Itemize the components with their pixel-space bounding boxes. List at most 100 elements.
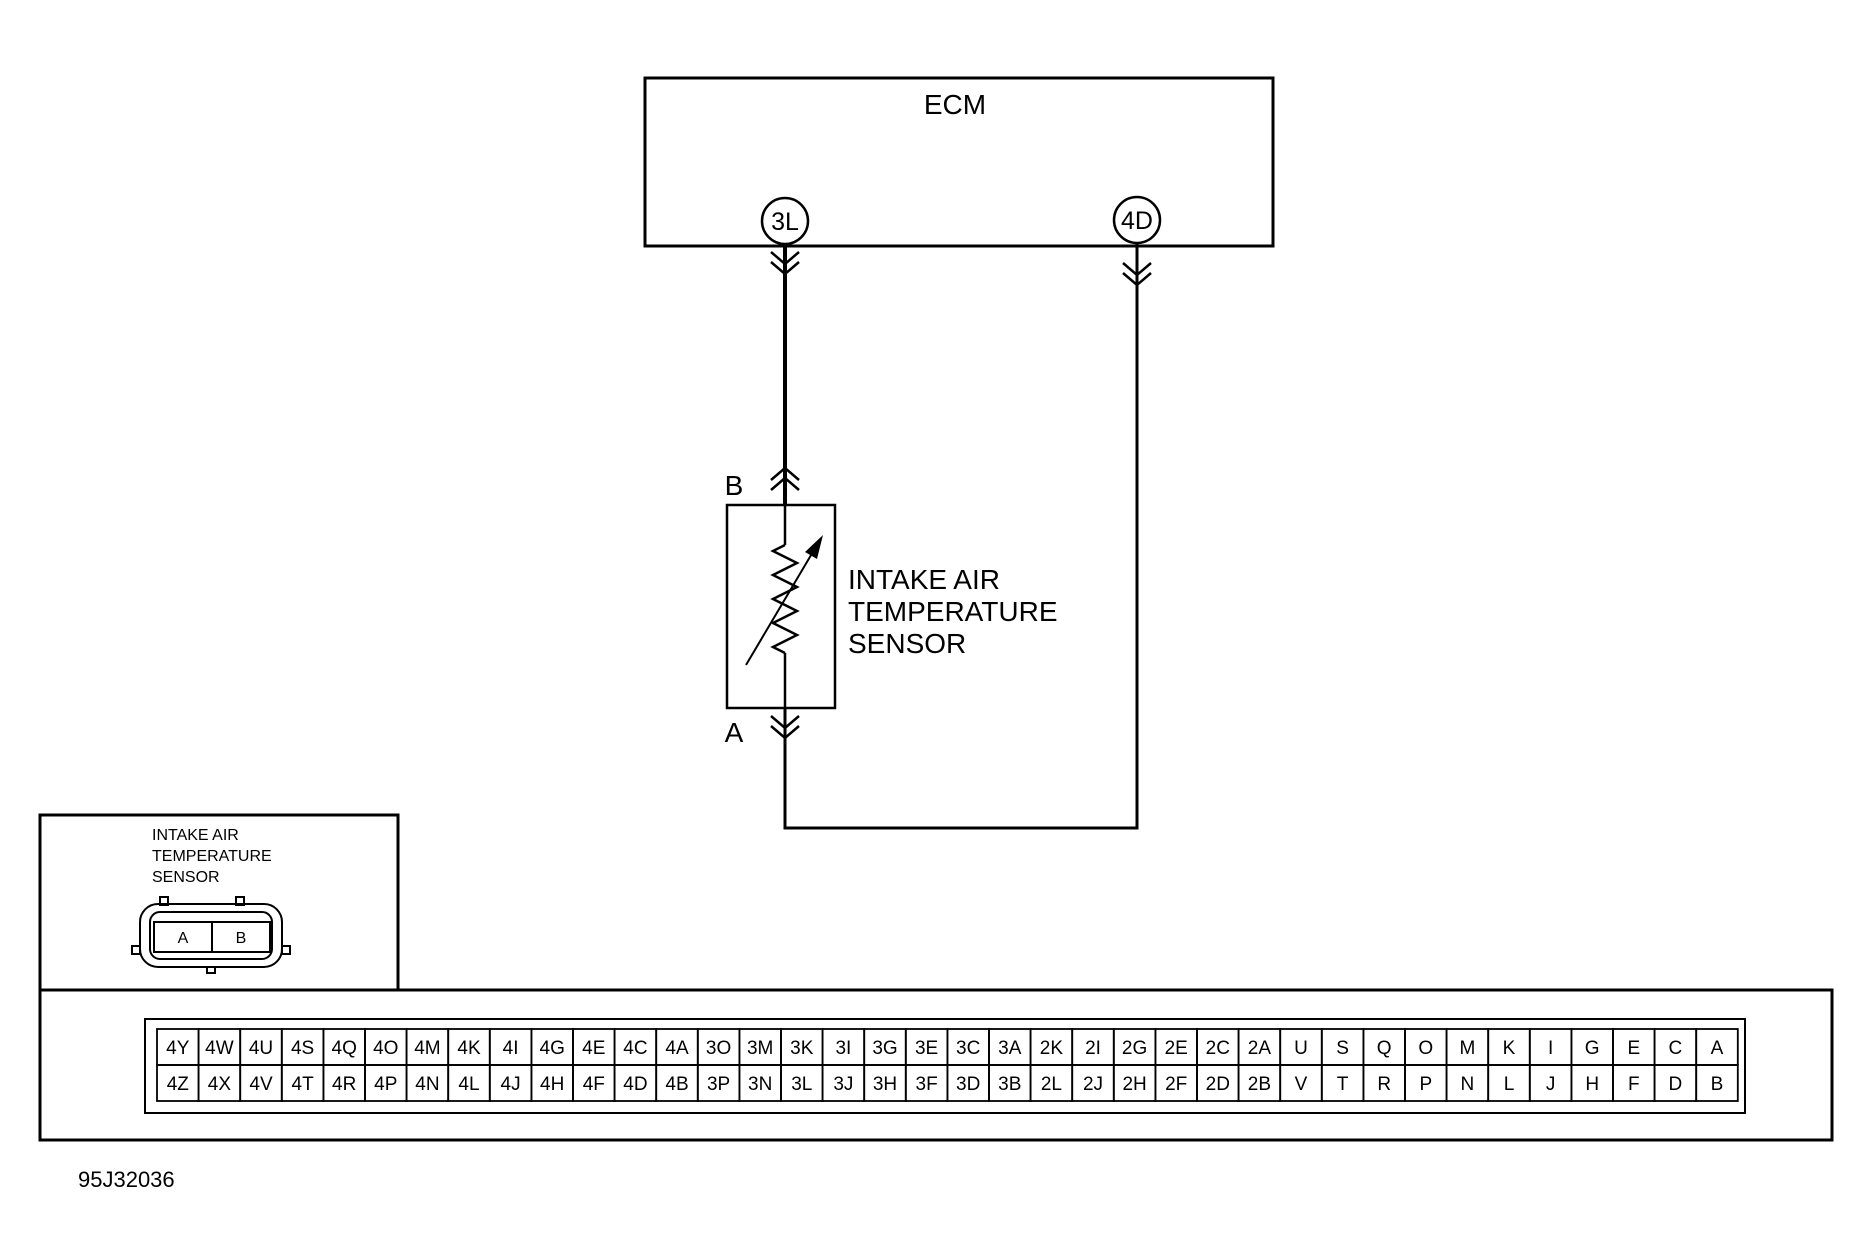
ecm-pin-label: 4M: [414, 1038, 440, 1059]
ecm-pin-label: 4Z: [167, 1074, 190, 1095]
sensor-connector-face-icon: [131, 896, 291, 974]
connector-pin-b: B: [236, 930, 247, 947]
ecm-pin-label: 3B: [998, 1074, 1021, 1095]
ecm-pin-label: 3J: [833, 1074, 853, 1095]
ecm-pin-label: 4N: [415, 1074, 439, 1095]
figure-code: 95J32036: [78, 1167, 175, 1192]
ecm-pin-label: 4V: [249, 1074, 273, 1095]
terminal-label-3l: 3L: [771, 208, 799, 236]
ecm-pin-label: 4K: [457, 1038, 481, 1059]
ecm-pin-label: 4G: [540, 1038, 565, 1059]
ecm-pin-label: E: [1627, 1038, 1640, 1059]
ecm-pin-label: 3E: [915, 1038, 938, 1059]
ecm-pin-label: 4J: [501, 1074, 521, 1095]
ecm-pin-label: K: [1503, 1038, 1516, 1059]
ecm-pin-label: F: [1628, 1074, 1640, 1095]
ecm-pin-label: 4P: [374, 1074, 397, 1095]
ecm-pin-label: 4D: [623, 1074, 647, 1095]
connector-label-line-1: INTAKE AIR: [152, 827, 239, 844]
ecm-pin-label: 3F: [916, 1074, 938, 1095]
sensor-terminal-a: A: [725, 717, 744, 748]
ecm-pin-cell: [1695, 1064, 1739, 1102]
svg-text:INTAKE AIR: INTAKE AIR: [848, 564, 1000, 595]
ecm-pin-label: 2A: [1248, 1038, 1272, 1059]
ecm-pin-label: G: [1585, 1038, 1600, 1059]
thermistor-icon: [770, 543, 800, 655]
ecm-pin-label: 2K: [1040, 1038, 1064, 1059]
ecm-pin-label: 4I: [503, 1038, 519, 1059]
ecm-pin-label: T: [1337, 1074, 1349, 1095]
ecm-pin-label: P: [1419, 1074, 1432, 1095]
ecm-pin-label: B: [1711, 1074, 1724, 1095]
ecm-pin-label: 4A: [665, 1038, 689, 1059]
ecm-pin-label: 2L: [1041, 1074, 1062, 1095]
wire-4d-to-a: [783, 243, 1139, 830]
ecm-pin-label: 4Q: [332, 1038, 357, 1059]
ecm-pin-label: Q: [1377, 1038, 1392, 1059]
arrow-head-icon: [805, 535, 823, 559]
ecm-pin-label: H: [1585, 1074, 1599, 1095]
ecm-pin-label: M: [1459, 1038, 1475, 1059]
ecm-pin-label: 3M: [747, 1038, 773, 1059]
terminal-label-4d: 4D: [1121, 207, 1153, 235]
ecm-pin-label: 4W: [205, 1038, 234, 1059]
ecm-pin-label: 4E: [582, 1038, 605, 1059]
ecm-pin-label: 4T: [292, 1074, 315, 1095]
ecm-pin-label: 3I: [835, 1038, 851, 1059]
ecm-pin-label: V: [1295, 1074, 1308, 1095]
ecm-pin-label: 3D: [956, 1074, 980, 1095]
ecm-pin-label: 3K: [790, 1038, 814, 1059]
ecm-pin-label: 3O: [706, 1038, 731, 1059]
ecm-pin-label: L: [1504, 1074, 1515, 1095]
ecm-pin-label: 2I: [1085, 1038, 1101, 1059]
ecm-pin-label: 3G: [872, 1038, 897, 1059]
ecm-pin-label: 4C: [623, 1038, 647, 1059]
ecm-pin-label: 3P: [707, 1074, 730, 1095]
connector-chevrons-b: [770, 466, 800, 491]
connector-label-line-2: TEMPERATURE: [152, 848, 272, 865]
ecm-label: ECM: [924, 89, 986, 120]
ecm-pin-label: 2D: [1206, 1074, 1230, 1095]
ecm-pin-label: 3C: [956, 1038, 980, 1059]
ecm-pin-label: 4O: [373, 1038, 398, 1059]
ecm-pin-label: 3A: [998, 1038, 1022, 1059]
ecm-pin-label: D: [1669, 1074, 1683, 1095]
connector-label-line-3: SENSOR: [152, 869, 220, 886]
ecm-pin-label: 4H: [540, 1074, 564, 1095]
ecm-pin-label: C: [1669, 1038, 1683, 1059]
ecm-pin-label: 2G: [1122, 1038, 1147, 1059]
ecm-pin-label: 3H: [873, 1074, 897, 1095]
ecm-terminal-4d: 4D: [1112, 195, 1162, 245]
sensor-label: INTAKE AIR TEMPERATURE SENSOR: [848, 564, 1058, 659]
ecm-pin-label: 4Y: [166, 1038, 190, 1059]
ecm-pin-label: 4B: [665, 1074, 688, 1095]
ecm-pin-label: 2C: [1206, 1038, 1230, 1059]
ecm-pin-label: 2B: [1248, 1074, 1271, 1095]
ecm-pin-label: O: [1418, 1038, 1433, 1059]
ecm-pin-label: R: [1377, 1074, 1391, 1095]
ecm-pin-label: A: [1711, 1038, 1724, 1059]
svg-text:SENSOR: SENSOR: [848, 628, 966, 659]
ecm-terminal-3l: 3L: [760, 196, 810, 246]
intake-air-temperature-sensor: [725, 503, 837, 710]
ecm-box: ECM: [643, 76, 1275, 248]
ecm-pin-label: 4R: [332, 1074, 356, 1095]
ecm-pin-label: 4U: [249, 1038, 273, 1059]
ecm-pin-label: 4F: [583, 1074, 605, 1095]
ecm-pin-label: 4L: [458, 1074, 479, 1095]
ecm-pin-label: 2E: [1165, 1038, 1188, 1059]
ecm-pin-label: 2H: [1122, 1074, 1146, 1095]
ecm-pin-label: I: [1548, 1038, 1553, 1059]
ecm-pin-label: 2F: [1165, 1074, 1187, 1095]
sensor-connector-panel: INTAKE AIR TEMPERATURE SENSOR A B: [38, 813, 400, 992]
ecm-pin-label: 2J: [1083, 1074, 1103, 1095]
ecm-pin-label: N: [1461, 1074, 1475, 1095]
connector-chevrons-4d: [1122, 262, 1152, 287]
ecm-pin-label: J: [1546, 1074, 1556, 1095]
connector-chevrons-a: [770, 715, 800, 740]
ecm-pin-label: S: [1336, 1038, 1349, 1059]
connector-chevrons-3l: [770, 251, 800, 276]
ecm-pin-label: 3L: [791, 1074, 812, 1095]
